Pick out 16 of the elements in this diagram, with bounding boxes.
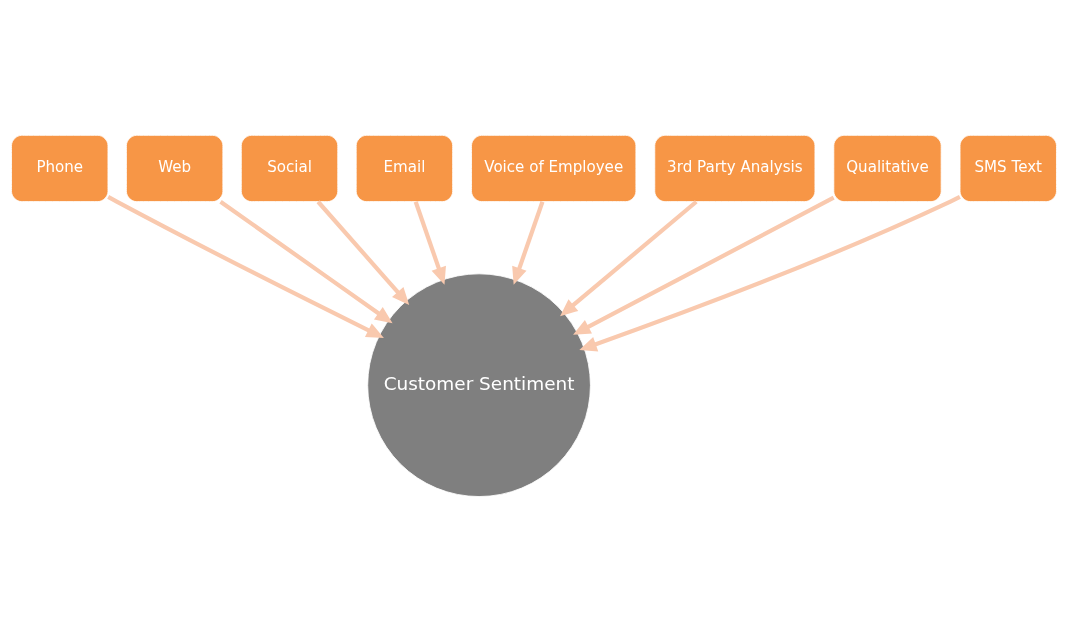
node-box: 3rd Party Analysis: [654, 134, 816, 202]
arrow: [107, 194, 384, 338]
arrow: [219, 199, 393, 323]
node-box: Qualitative: [833, 134, 942, 202]
node-box: Phone: [11, 134, 109, 202]
node-box: Social: [240, 134, 339, 202]
arrow: [413, 200, 446, 285]
node-box: Email: [355, 134, 454, 202]
arrow: [316, 199, 410, 305]
arrow: [579, 194, 961, 351]
node-box: Voice of Employee: [471, 134, 637, 202]
arrow: [512, 200, 545, 285]
node-box: Web: [126, 134, 224, 202]
node-box: SMS Text: [959, 134, 1057, 202]
arrow: [560, 199, 698, 316]
arrow: [573, 195, 835, 335]
